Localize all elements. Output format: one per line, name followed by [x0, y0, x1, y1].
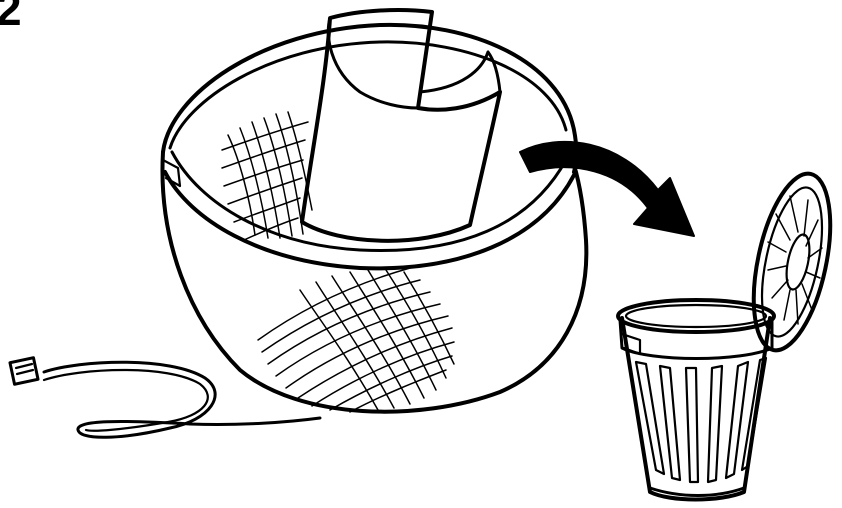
power-cable-illustration [8, 356, 322, 439]
bowl-illustration [160, 22, 589, 414]
curved-arrow-icon [519, 140, 695, 237]
step-number: 2 [0, 0, 22, 35]
mesh-inside-bowl [221, 111, 313, 241]
trash-bin-lid [751, 171, 833, 353]
trash-bin-icon [616, 171, 833, 502]
filter-sleeve-illustration [300, 8, 502, 243]
mesh-bowl-front [257, 267, 455, 413]
